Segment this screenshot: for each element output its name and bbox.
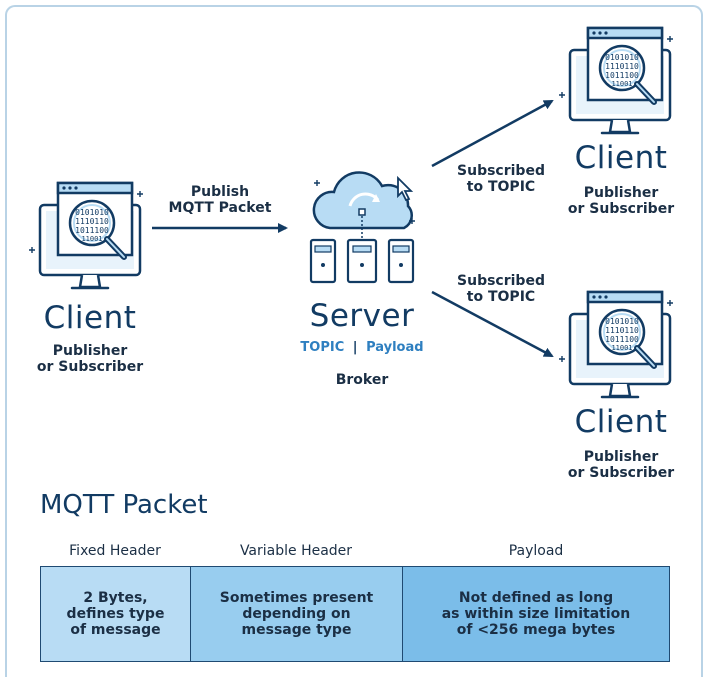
payload-text-2: as within size limitation [441,606,631,622]
client-left-icon [29,183,143,288]
subscribed-top-line2: to TOPIC [466,179,536,195]
payload-label: Payload [508,543,564,559]
fixed-header-label: Fixed Header [69,543,161,559]
variable-header-cell: Sometimes present depending on message t… [190,566,403,662]
subscribed-bottom-line1: Subscribed [457,273,545,289]
packet-title: MQTT Packet [40,490,208,520]
server-cloud-icon [309,171,415,284]
client-bottom-right-icon [559,292,673,397]
client-left-sub1: Publisher [52,343,128,359]
subscribed-bottom-line2: to TOPIC [466,289,536,305]
subscribe-top-arrow [431,99,554,168]
client-bottom-right-sub2: or Subscriber [567,465,675,481]
payload-text-1: Not defined as long [458,590,614,606]
variable-header-label: Variable Header [239,543,353,559]
payload-text-3: of <256 mega bytes [456,622,616,638]
subscribe-bottom-arrow [431,290,554,358]
fixed-header-cell: 2 Bytes, defines type of message [40,566,191,662]
payload-cell: Not defined as long as within size limit… [402,566,670,662]
server-topic: TOPIC [300,340,345,355]
fixed-header-text-2: defines type [66,606,165,622]
variable-header-text-3: message type [241,622,352,638]
server-title: Server [309,298,415,334]
server-broker-label: Broker [335,372,389,388]
client-top-right-title: Client [574,140,668,176]
server-payload: Payload [366,340,424,355]
client-bottom-right-title: Client [574,404,668,440]
client-top-right-sub2: or Subscriber [567,201,675,217]
subscribed-top-line1: Subscribed [457,163,545,179]
variable-header-text-2: depending on [242,606,351,622]
server-topic-line: TOPIC | Payload [262,340,462,355]
client-bottom-right-sub1: Publisher [583,449,659,465]
client-top-right-icon [559,28,673,133]
variable-header-text-1: Sometimes present [219,590,374,606]
fixed-header-text-1: 2 Bytes, [83,590,148,606]
client-top-right-sub1: Publisher [583,185,659,201]
diagram-frame [5,5,703,677]
publish-label-line1: Publish [190,184,250,200]
fixed-header-text-3: of message [70,622,161,638]
client-left-sub2: or Subscriber [36,359,144,375]
publish-label-line2: MQTT Packet [168,200,272,216]
client-left-title: Client [43,300,137,336]
server-separator: | [352,340,358,355]
